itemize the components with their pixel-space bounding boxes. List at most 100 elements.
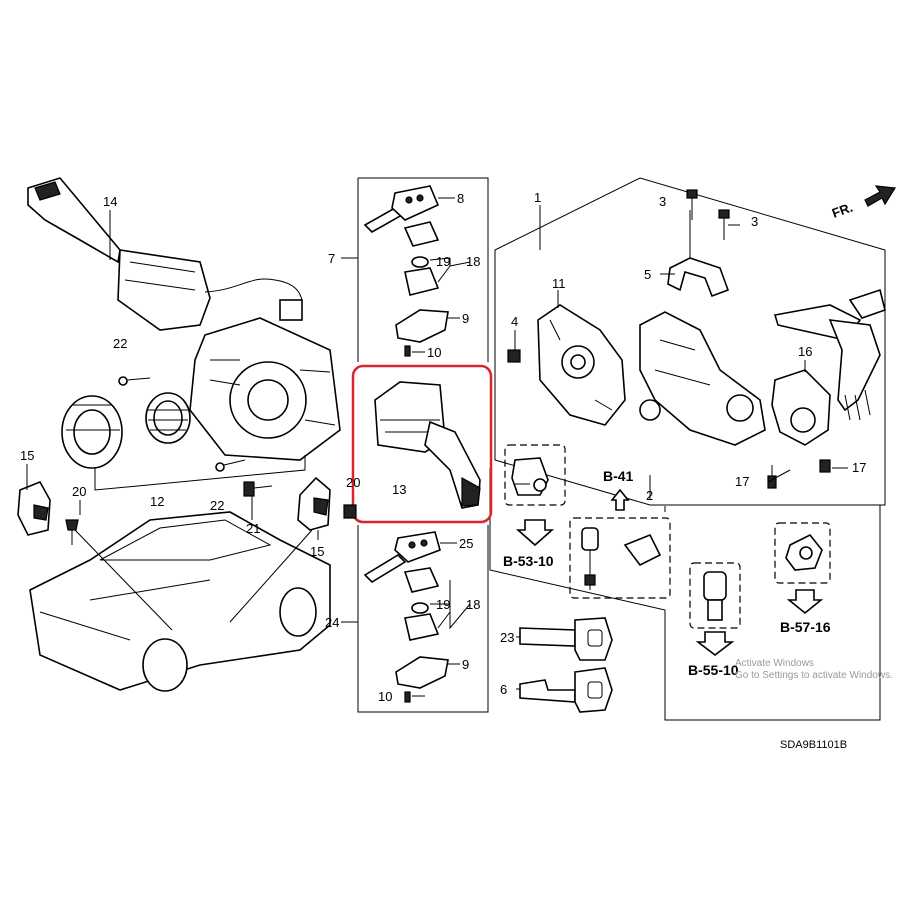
leader-12 [94, 455, 306, 491]
callout-9-lower: 9 [462, 657, 469, 672]
key-group-outline-upper [357, 177, 489, 362]
callout-3-left: 3 [659, 194, 666, 209]
door-cylinder-part-16 [771, 369, 831, 446]
battery-part-19-lower [411, 602, 429, 614]
ignition-switch-part-11 [537, 304, 626, 426]
callout-14: 14 [103, 194, 117, 209]
vehicle-illustration [29, 511, 331, 692]
leader-19-18-lower [430, 580, 471, 630]
screw-part-10-upper [404, 345, 411, 357]
callout-22-upper: 22 [113, 336, 127, 351]
cylinder-part-b41-b [623, 533, 662, 567]
reference-b57-16[interactable]: B-57-16 [780, 619, 831, 635]
reference-b53-10[interactable]: B-53-10 [503, 553, 554, 569]
key-fob-part-8 [363, 185, 455, 233]
switch-body-housing [189, 317, 341, 461]
watermark-line-2: Go to Settings to activate Windows. [735, 670, 893, 681]
callout-2: 2 [646, 488, 653, 503]
callout-25: 25 [459, 536, 473, 551]
cylinder-part-b41-a [581, 527, 599, 590]
front-direction-arrow [864, 185, 897, 207]
lever-switch-part-13 [374, 381, 481, 509]
callout-4: 4 [511, 314, 518, 329]
bolt-part-3-right [718, 209, 730, 240]
spring-rings-part-12 [145, 392, 191, 444]
fob-cover-part-18-upper [403, 221, 440, 247]
leader-lines [26, 205, 848, 690]
sensor-part-15-left [17, 480, 51, 536]
callout-8: 8 [457, 191, 464, 206]
callout-13: 13 [392, 482, 406, 497]
callout-16: 16 [798, 344, 812, 359]
steering-lock-body [639, 311, 766, 446]
callout-10-lower: 10 [378, 689, 392, 704]
callout-5: 5 [644, 267, 651, 282]
callout-18-upper: 18 [466, 254, 480, 269]
reference-b55-10[interactable]: B-55-10 [688, 662, 739, 678]
callout-11: 11 [552, 276, 566, 291]
callout-18-lower: 18 [466, 597, 480, 612]
b55-arrow [695, 631, 735, 657]
screw-part-17-right [819, 459, 831, 473]
callout-9-upper: 9 [462, 311, 469, 326]
key-group-outline-lower [357, 525, 489, 713]
fob-cover-part-18-lower [403, 567, 440, 593]
b41-dashed-box [569, 517, 671, 599]
transmitter-part-18-inner-upper [404, 267, 440, 296]
callout-22-lower: 22 [210, 498, 224, 513]
b53-arrow [515, 519, 555, 547]
highlight-box-part-13 [351, 364, 493, 524]
b55-dashed-box [689, 562, 741, 629]
bolt-part-22-lower [215, 459, 246, 472]
b41-arrow [610, 488, 630, 511]
key-fob-part-25 [363, 531, 457, 584]
bolt-part-21 [243, 481, 273, 497]
sensor-part-15-right [297, 476, 331, 531]
cylinder-part-b53 [511, 457, 549, 496]
bolt-part-20-left [65, 519, 79, 545]
cylinder-part-b57 [785, 533, 823, 571]
reference-b41[interactable]: B-41 [603, 468, 634, 484]
screw-part-10-lower [404, 691, 411, 703]
key-part-6 [519, 667, 613, 713]
bolt-part-4 [507, 349, 521, 363]
callout-10-upper: 10 [427, 345, 441, 360]
screw-part-17-left [767, 465, 777, 489]
diagram-code: SDA9B1101B [780, 739, 847, 751]
callout-20-left: 20 [72, 484, 86, 499]
callout-17-right: 17 [852, 460, 866, 475]
b57-dashed-box [774, 522, 831, 584]
cable-reel-part-20-left [61, 395, 123, 469]
battery-part-19-upper [411, 256, 429, 268]
callout-15-right: 15 [310, 544, 324, 559]
callout-7: 7 [328, 251, 335, 266]
bolt-part-20-right [343, 504, 357, 519]
callout-19-upper: 19 [436, 254, 450, 269]
leader-19-18-upper [429, 257, 471, 283]
keys-bundle [773, 288, 886, 421]
callout-15-left: 15 [20, 448, 34, 463]
clamp-part-5 [667, 257, 730, 298]
b53-dashed-box [504, 444, 566, 506]
callout-20-right: 20 [346, 475, 360, 490]
fob-case-part-9-upper [395, 309, 449, 343]
callout-6: 6 [500, 682, 507, 697]
transmitter-part-18-inner-lower [404, 613, 440, 641]
callout-1: 1 [534, 190, 541, 205]
callout-17-left: 17 [735, 474, 749, 489]
bolt-part-22-upper [118, 376, 151, 386]
combination-switch-part-14 [27, 177, 303, 331]
front-label: FR. [830, 200, 855, 221]
callout-21: 21 [246, 521, 260, 536]
callout-12: 12 [150, 494, 164, 509]
callout-24: 24 [325, 615, 339, 630]
fob-case-part-9-lower [395, 656, 449, 689]
b57-arrow [786, 589, 824, 615]
watermark-line-1: Activate Windows [735, 658, 814, 669]
cylinder-part-b55 [703, 571, 727, 621]
callout-19-lower: 19 [436, 597, 450, 612]
callout-3-right: 3 [751, 214, 758, 229]
callout-numbers: 1 2 3 3 4 5 6 7 8 9 9 10 10 11 12 13 14 … [20, 190, 866, 704]
callout-23: 23 [500, 630, 514, 645]
